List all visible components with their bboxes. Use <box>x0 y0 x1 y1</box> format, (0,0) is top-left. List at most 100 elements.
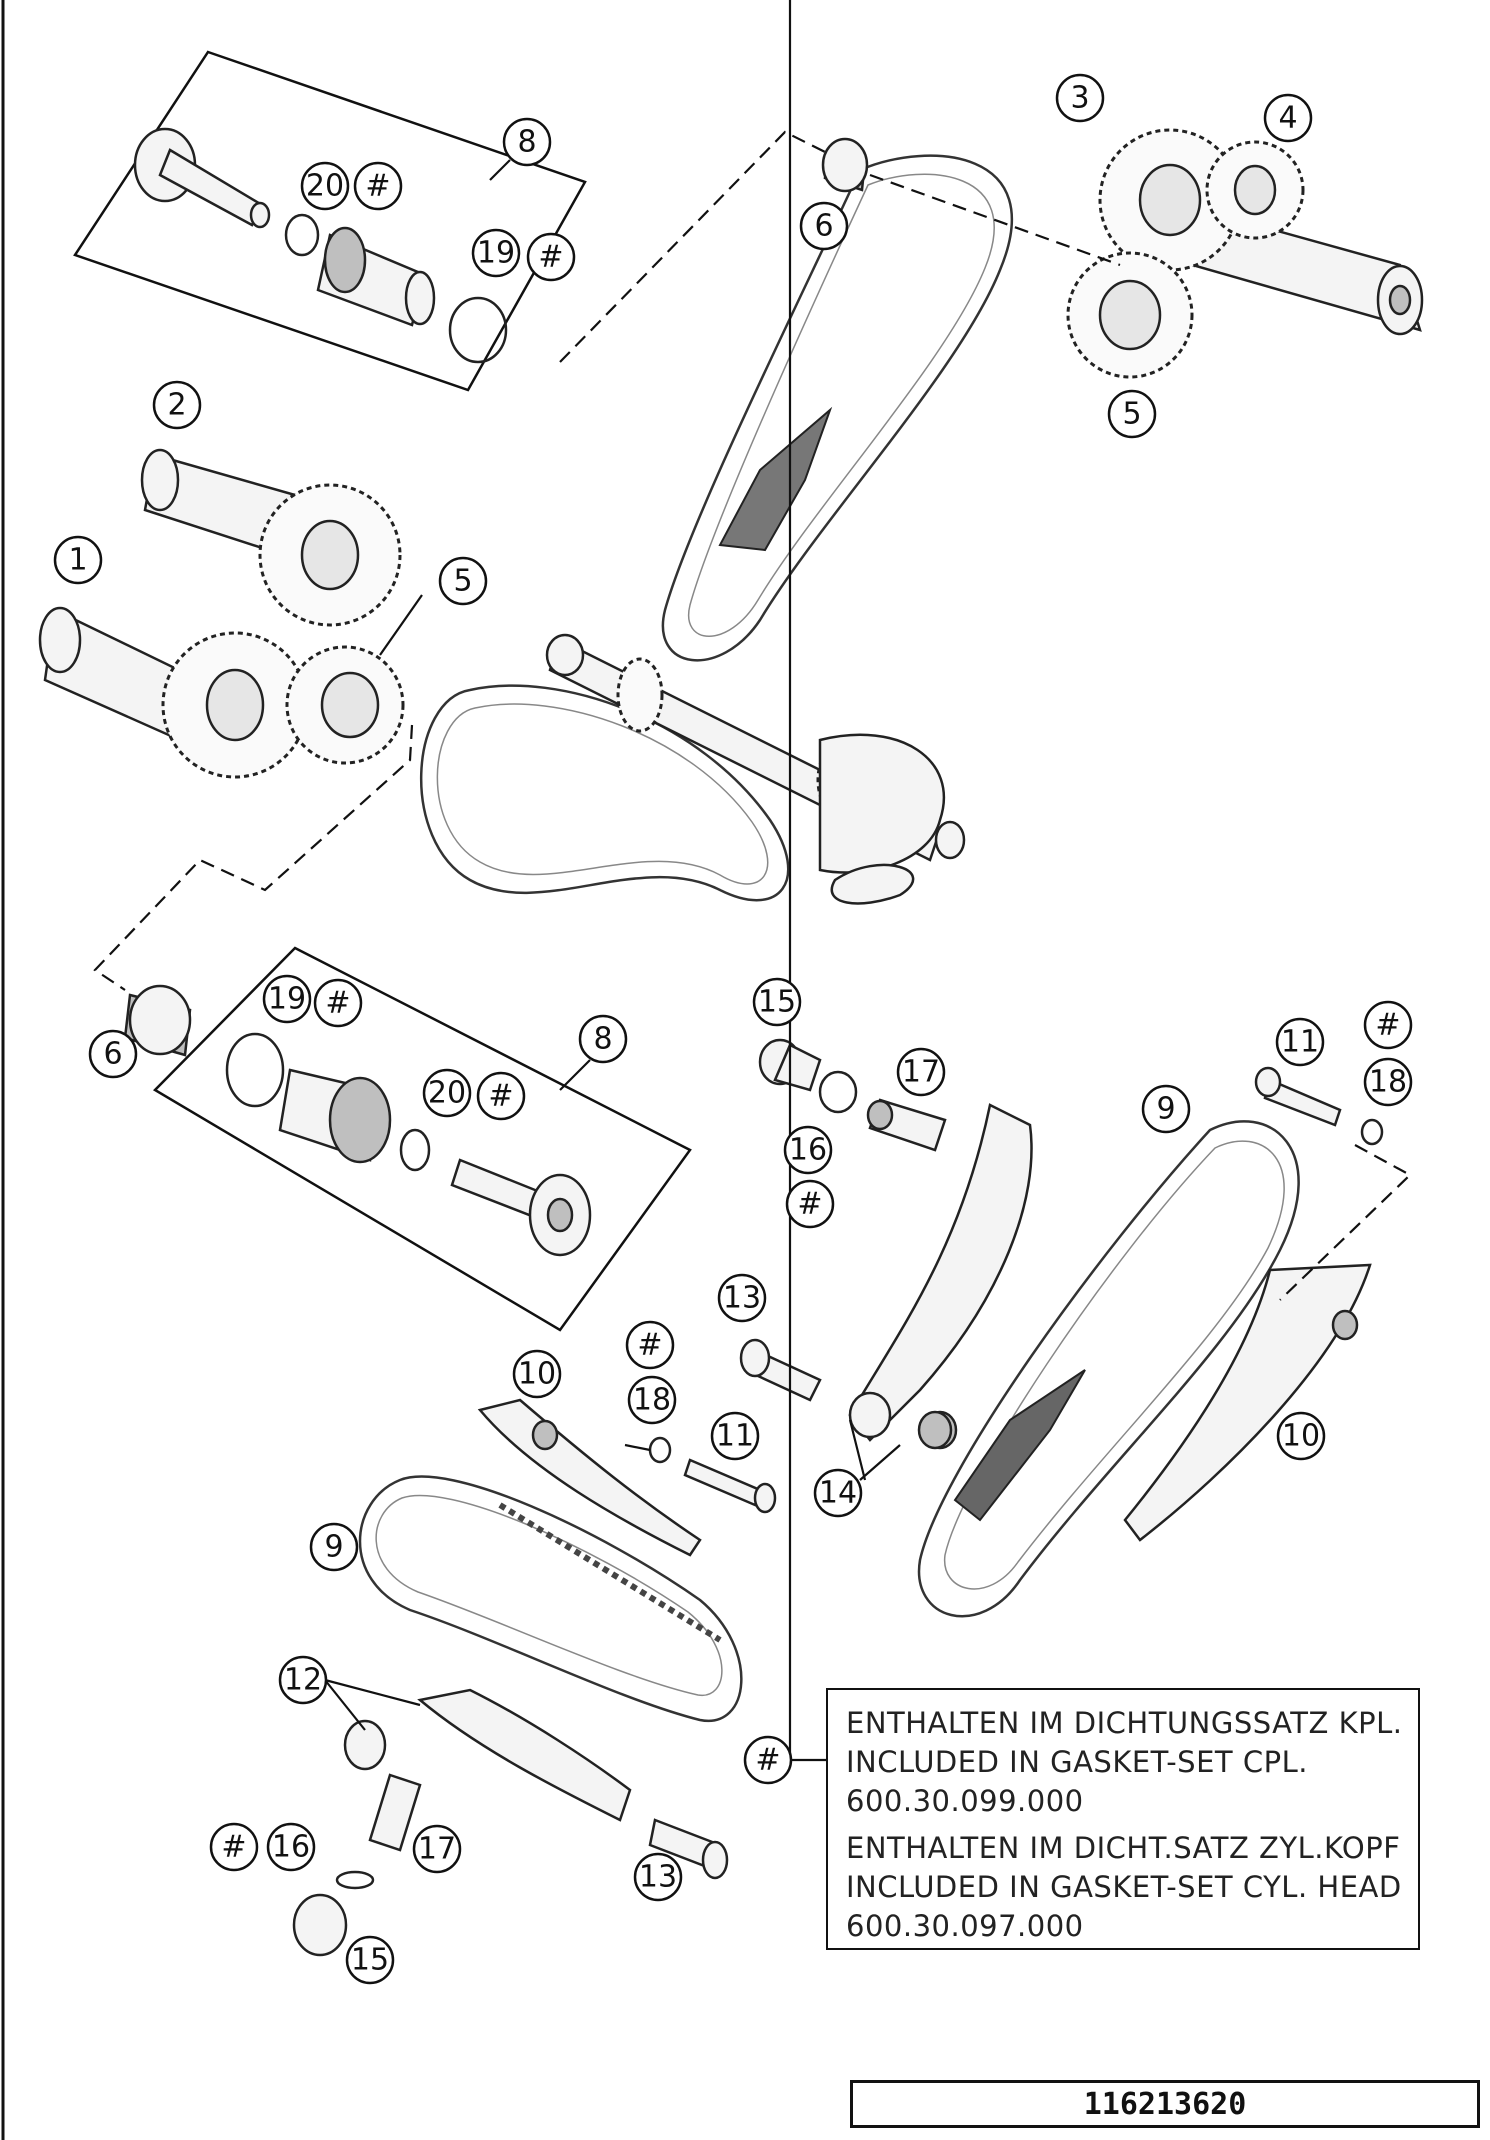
callout-1: 1 <box>53 535 103 585</box>
svg-text:9: 9 <box>1156 1092 1175 1127</box>
svg-text:4: 4 <box>1278 101 1297 136</box>
timing-chain-upper <box>661 154 1014 662</box>
legend-line-4: ENTHALTEN IM DICHT.SATZ ZYL.KOPF <box>846 1831 1401 1865</box>
callout-9-right: 9 <box>1141 1084 1191 1134</box>
svg-text:10: 10 <box>1282 1419 1320 1454</box>
callout-13-mid: 13 <box>717 1273 767 1323</box>
callout-20-mid: 20 <box>422 1068 472 1118</box>
camshafts-left <box>38 448 405 779</box>
bolt-and-bush-center <box>739 1338 953 1450</box>
callout-19-mid: 19 <box>262 974 312 1024</box>
svg-text:14: 14 <box>819 1476 857 1511</box>
callout-hash-3: # <box>313 978 363 1028</box>
parts-group-top-left-box <box>73 50 587 392</box>
callout-18-mid: 18 <box>627 1375 677 1425</box>
svg-text:10: 10 <box>518 1357 556 1392</box>
timing-chain-lower <box>358 1475 743 1723</box>
svg-text:#: # <box>488 1079 513 1114</box>
svg-text:#: # <box>221 1830 246 1865</box>
callout-hash-legend: # <box>743 1735 793 1785</box>
svg-text:6: 6 <box>814 209 833 244</box>
svg-text:8: 8 <box>517 125 536 160</box>
callout-11-mid: 11 <box>710 1411 760 1461</box>
callout-16-mid: 16 <box>783 1125 833 1175</box>
callout-13-bottom: 13 <box>633 1852 683 1902</box>
svg-text:3: 3 <box>1070 81 1089 116</box>
callout-15-bottom: 15 <box>345 1935 395 1985</box>
callout-6-top: 6 <box>799 201 849 251</box>
callout-8-mid: 8 <box>578 1014 628 1064</box>
camshaft-upper-right <box>821 128 1424 379</box>
callout-20-top: 20 <box>300 161 350 211</box>
callout-hash-5: # <box>785 1179 835 1229</box>
svg-text:2: 2 <box>167 388 186 423</box>
callout-hash-1: # <box>353 161 403 211</box>
callout-hash-2: # <box>526 232 576 282</box>
crankshaft-and-chain <box>419 633 966 905</box>
callout-2: 2 <box>152 380 202 430</box>
svg-text:11: 11 <box>1281 1025 1319 1060</box>
svg-text:#: # <box>325 986 350 1021</box>
svg-text:9: 9 <box>324 1530 343 1565</box>
callout-hash-9: # <box>209 1822 259 1872</box>
callout-17-bottom: 17 <box>412 1824 462 1874</box>
svg-text:19: 19 <box>268 982 306 1017</box>
svg-text:18: 18 <box>1369 1065 1407 1100</box>
legend-box: ENTHALTEN IM DICHTUNGSSATZ KPL. INCLUDED… <box>826 1688 1420 1950</box>
svg-text:17: 17 <box>418 1832 456 1867</box>
svg-text:13: 13 <box>639 1860 677 1895</box>
svg-text:20: 20 <box>428 1076 466 1111</box>
callout-11-right: 11 <box>1275 1017 1325 1067</box>
legend-line-1: ENTHALTEN IM DICHTUNGSSATZ KPL. <box>846 1706 1403 1740</box>
legend-line-5: INCLUDED IN GASKET-SET CYL. HEAD <box>846 1870 1402 1904</box>
callout-19-top: 19 <box>471 228 521 278</box>
callout-17-mid: 17 <box>896 1047 946 1097</box>
svg-text:12: 12 <box>284 1663 322 1698</box>
svg-text:19: 19 <box>477 236 515 271</box>
callout-hash-4: # <box>476 1071 526 1121</box>
callout-5-left: 5 <box>438 556 488 606</box>
callout-3: 3 <box>1055 73 1105 123</box>
svg-text:5: 5 <box>453 564 472 599</box>
legend-part-number-1: 600.30.099.000 <box>846 1784 1084 1818</box>
callout-18-right: 18 <box>1363 1057 1413 1107</box>
svg-text:#: # <box>755 1743 780 1778</box>
svg-text:18: 18 <box>633 1383 671 1418</box>
callout-14: 14 <box>813 1468 863 1518</box>
svg-text:16: 16 <box>272 1830 310 1865</box>
legend-line-2: INCLUDED IN GASKET-SET CPL. <box>846 1745 1308 1779</box>
drawing-number-box: 116213620 <box>850 2080 1480 2128</box>
svg-text:#: # <box>797 1187 822 1222</box>
callout-16-bottom: 16 <box>266 1822 316 1872</box>
svg-text:8: 8 <box>593 1022 612 1057</box>
legend-part-number-2: 600.30.097.000 <box>846 1909 1084 1943</box>
svg-text:#: # <box>538 240 563 275</box>
parts-group-middle-left-box <box>123 946 692 1332</box>
svg-text:16: 16 <box>789 1133 827 1168</box>
svg-text:5: 5 <box>1122 397 1141 432</box>
callout-12: 12 <box>278 1655 328 1705</box>
callout-5-top: 5 <box>1107 389 1157 439</box>
callout-8-top: 8 <box>502 117 552 167</box>
svg-text:15: 15 <box>758 985 796 1020</box>
dashed-connectors <box>93 130 1412 1301</box>
callout-4: 4 <box>1263 93 1313 143</box>
svg-text:#: # <box>365 169 390 204</box>
svg-text:#: # <box>1375 1008 1400 1043</box>
callout-hash-6: # <box>1363 1000 1413 1050</box>
svg-text:13: 13 <box>723 1281 761 1316</box>
svg-text:6: 6 <box>103 1037 122 1072</box>
callout-10-right: 10 <box>1276 1411 1326 1461</box>
leader-lines <box>324 0 901 1762</box>
guide-rail-lower <box>292 1688 729 1957</box>
svg-text:#: # <box>637 1328 662 1363</box>
callout-hash-7: # <box>625 1320 675 1370</box>
svg-text:11: 11 <box>716 1419 754 1454</box>
chain-tensioner-right <box>848 1066 1384 1618</box>
tensioner-lower-left <box>477 1398 777 1557</box>
svg-text:1: 1 <box>68 543 87 578</box>
svg-text:20: 20 <box>306 169 344 204</box>
callout-9-left: 9 <box>309 1522 359 1572</box>
callout-6-bottom: 6 <box>88 1029 138 1079</box>
